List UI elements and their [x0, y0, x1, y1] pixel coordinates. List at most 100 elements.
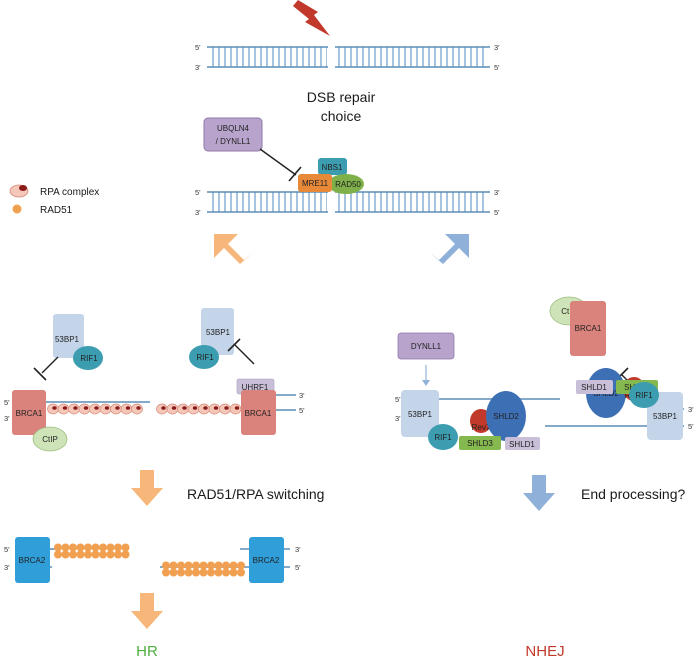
rad51-unit — [177, 561, 185, 570]
rad51-unit — [222, 561, 230, 570]
rpa-unit-dot — [52, 406, 57, 410]
mre11-box — [298, 174, 332, 192]
rad51-unit — [121, 543, 130, 552]
rpa-unit-dot — [213, 406, 219, 410]
rad51-unit — [214, 561, 223, 570]
dna-end-label: 3' — [494, 188, 500, 197]
rad51-unit — [162, 568, 170, 577]
rad51-unit — [184, 561, 193, 570]
rad50-ellipse — [328, 174, 364, 194]
rad51-filament — [54, 543, 130, 559]
53bp1-box — [647, 392, 683, 440]
rad51-unit — [162, 561, 170, 570]
brca2-label: BRCA2 — [19, 556, 46, 565]
inhibition-bar — [33, 367, 47, 381]
rad51-unit — [76, 550, 85, 559]
rad51-unit — [237, 568, 245, 577]
shld1-label: SHLD1 — [581, 383, 607, 392]
dna-end-label: 3' — [299, 391, 305, 400]
rpa-unit-dot — [203, 406, 208, 410]
rad51-unit — [84, 543, 92, 552]
rpa-unit-dot — [171, 406, 177, 410]
rad51-unit — [76, 543, 85, 552]
rad51-unit — [69, 543, 77, 552]
53bp1-box — [53, 314, 84, 358]
rad51-unit — [99, 550, 107, 559]
rad51-unit — [199, 568, 208, 577]
dna-end-label: 3' — [4, 414, 10, 423]
rad51-unit — [229, 568, 238, 577]
ctip-label: CtIP — [42, 435, 58, 444]
dna-end-label: 3' — [494, 43, 500, 52]
mre11-label: MRE11 — [302, 179, 329, 188]
dna-end-label: 5' — [299, 406, 305, 415]
hr-step-arrow — [131, 470, 163, 506]
rad51-unit — [114, 543, 122, 552]
nhej-branch-arrow — [429, 234, 469, 264]
rad51-unit — [114, 550, 122, 559]
uhrf1-label: UHRF1 — [242, 383, 269, 392]
inhibition-bar — [288, 166, 302, 182]
dna-end-label: 5' — [494, 63, 500, 72]
rad51-unit — [237, 561, 245, 570]
rad51-unit — [61, 550, 70, 559]
shld1-box — [505, 437, 540, 450]
brca1-label: BRCA1 — [575, 324, 602, 333]
rad51-unit — [106, 543, 115, 552]
brca1-label: BRCA1 — [16, 409, 43, 418]
dynll1-label: DYNLL1 — [411, 342, 442, 351]
53bp1-label: 53BP1 — [408, 410, 433, 419]
dna-end-label: 3' — [295, 545, 301, 554]
dna-end-label: 5' — [395, 395, 401, 404]
rad51-unit — [192, 561, 200, 570]
rpa-unit-dot — [192, 406, 198, 410]
legend-rpa: RPA complex — [40, 187, 99, 198]
rev7-label: Rev7 — [472, 423, 491, 432]
nhej-outcome: NHEJ — [525, 643, 564, 659]
rif1-label: RIF1 — [80, 354, 98, 363]
mrn-dna: 5' 3' 3' 5' — [195, 188, 500, 217]
hr-final-arrow — [131, 593, 163, 629]
shld1-label: SHLD1 — [509, 440, 535, 449]
shld2-ellipse — [486, 391, 526, 441]
ubqln4-label: UBQLN4 — [217, 124, 250, 133]
rpa-unit-dot — [104, 406, 110, 410]
rpa-unit-dot — [161, 406, 166, 410]
rpa-unit-dot — [73, 406, 78, 410]
brca1-box — [570, 301, 606, 356]
rad51-unit — [169, 568, 178, 577]
inhibition-line — [233, 343, 255, 365]
dynll1-label: / DYNLL1 — [216, 137, 251, 146]
nhej-step-label: End processing? — [581, 486, 686, 502]
rif1-ellipse — [73, 346, 103, 370]
rpa-legend-dot — [19, 185, 27, 191]
rpa-unit-dot — [234, 406, 240, 410]
rad51-unit — [214, 568, 223, 577]
rif1-label: RIF1 — [434, 433, 452, 442]
rad51-unit — [91, 543, 100, 552]
hr-step-label: RAD51/RPA switching — [187, 486, 324, 502]
rad51-unit — [207, 561, 215, 570]
rad51-unit — [169, 561, 178, 570]
legend-rad51: RAD51 — [40, 205, 73, 216]
rpa-unit-dot — [125, 406, 131, 410]
rad50-label: RAD50 — [335, 180, 361, 189]
dna-end-label: 5' — [688, 422, 694, 431]
dna-end-label: 5' — [195, 188, 201, 197]
inhibition-line — [41, 356, 59, 374]
ctip-label: CtIP — [561, 307, 577, 316]
rad51-filament — [162, 561, 245, 577]
rpa-unit-dot — [182, 406, 187, 410]
shld3-label: SHLD3 — [467, 439, 493, 448]
rif1-label: RIF1 — [196, 353, 214, 362]
dna-end-label: 5' — [295, 563, 301, 572]
rad51-unit — [99, 543, 107, 552]
dna-end-label: 3' — [195, 208, 201, 217]
rad51-unit — [54, 550, 62, 559]
rif1-label: RIF1 — [635, 391, 653, 400]
rad51-unit — [222, 568, 230, 577]
inhibition-bar — [227, 338, 241, 352]
brca1-label: BRCA1 — [245, 409, 272, 418]
shld3-box — [459, 436, 501, 450]
rad51-unit — [121, 550, 130, 559]
